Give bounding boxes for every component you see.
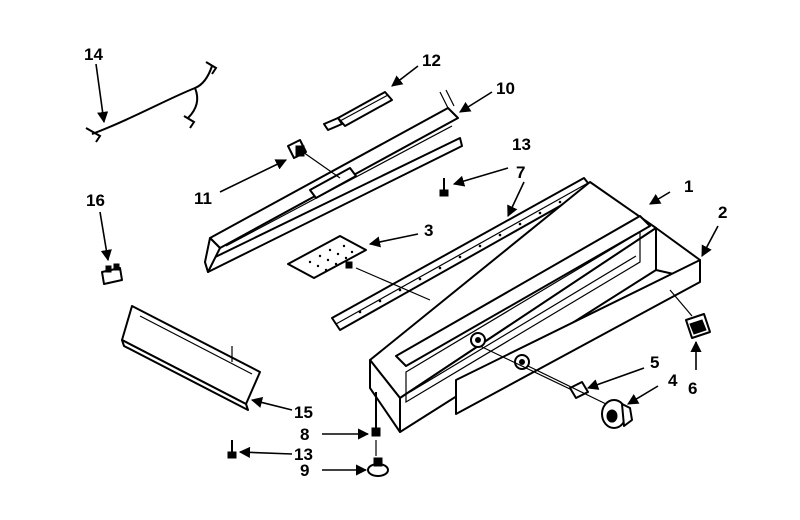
leader-13-lower <box>238 446 293 458</box>
callout-2: 2 <box>718 203 727 222</box>
part-12-tube <box>323 91 393 131</box>
callout-13-lower: 13 <box>294 445 313 464</box>
part-6-rocker-switch <box>685 313 711 339</box>
part-3-plate <box>287 235 367 279</box>
part-16-clip <box>101 263 123 285</box>
callout-13-upper: 13 <box>512 135 531 154</box>
leader-lines <box>95 63 719 476</box>
part-2-front-panel <box>455 227 701 415</box>
part-14-wire-harness <box>85 61 218 143</box>
part-9-foot <box>367 457 389 477</box>
leader-5 <box>586 367 645 390</box>
callout-7: 7 <box>516 163 525 182</box>
callout-15: 15 <box>294 403 313 422</box>
leader-4 <box>627 385 659 405</box>
callout-6: 6 <box>688 379 697 398</box>
part-4-knob <box>601 399 633 429</box>
leader-13-upper <box>452 167 509 187</box>
callout-4: 4 <box>668 371 678 390</box>
callout-12: 12 <box>422 51 441 70</box>
part-11-switch-clip <box>287 139 307 159</box>
leader-16 <box>99 211 112 262</box>
leader-2 <box>701 225 719 257</box>
callout-labels: 14 12 10 13 7 1 2 16 11 3 5 4 6 15 8 13 … <box>84 45 727 480</box>
part-8-screw <box>371 392 381 437</box>
part-13-screw-lower <box>227 440 237 459</box>
callout-9: 9 <box>300 461 309 480</box>
callout-14: 14 <box>84 45 103 64</box>
callout-3: 3 <box>424 221 433 240</box>
leader-3 <box>368 233 419 248</box>
part-5-clip <box>569 381 589 399</box>
leader-1 <box>649 191 671 205</box>
leader-10 <box>459 91 493 113</box>
leader-15 <box>250 397 293 411</box>
leader-11 <box>219 159 288 193</box>
callout-8: 8 <box>300 425 309 444</box>
part-10-bracket <box>204 89 463 273</box>
leader-14 <box>95 63 109 124</box>
callout-16: 16 <box>86 191 105 210</box>
callout-10: 10 <box>496 79 515 98</box>
callout-5: 5 <box>650 353 659 372</box>
leader-7 <box>507 181 525 218</box>
callout-11: 11 <box>194 189 212 208</box>
part-15-trim <box>121 305 261 411</box>
leader-12 <box>391 65 419 87</box>
callout-1: 1 <box>684 177 693 196</box>
part-13-screw-upper <box>439 178 449 197</box>
